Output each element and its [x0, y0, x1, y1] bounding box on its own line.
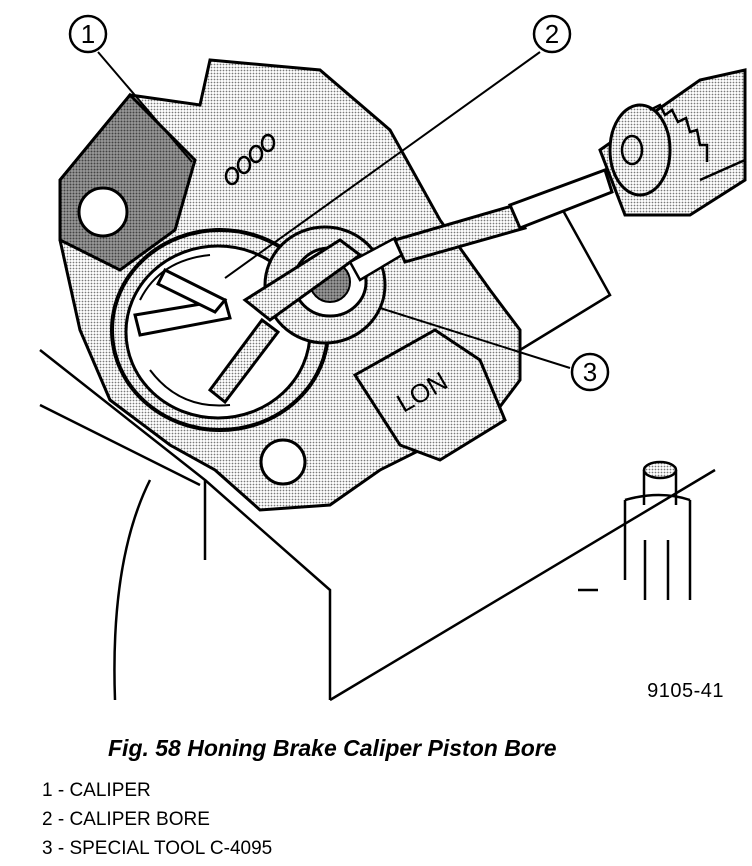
leader-lines — [97, 51, 571, 369]
legend-item: 1 - CALIPER — [42, 780, 151, 801]
figure-legend: 1 - CALIPER 2 - CALIPER BORE 3 - SPECIAL… — [42, 776, 272, 863]
bleeder-fitting — [578, 460, 692, 600]
special-tool — [242, 168, 614, 345]
callout-1: 1 — [68, 14, 108, 54]
svg-text:3: 3 — [583, 357, 597, 387]
callout-3: 3 — [570, 352, 610, 392]
casting-marks — [224, 133, 276, 186]
illustration-figure: LON 1 2 3 — [39, 14, 747, 702]
bore-groove — [139, 254, 231, 407]
mount-hole-lower — [259, 438, 307, 486]
mount-hole-upper — [77, 186, 129, 238]
drill-chuck — [598, 68, 747, 217]
callout-2: 2 — [532, 14, 572, 54]
legend-item: 2 - CALIPER BORE — [42, 809, 210, 830]
figure-code: 9105-41 — [647, 680, 724, 702]
svg-text:2: 2 — [545, 19, 559, 49]
hone-stones — [133, 267, 281, 405]
bench-outline — [39, 204, 716, 702]
caliper-stamp: LON — [352, 328, 507, 462]
svg-text:1: 1 — [81, 19, 95, 49]
legend-item: 3 - SPECIAL TOOL C-4095 — [42, 838, 273, 859]
figure-caption: Fig. 58 Honing Brake Caliper Piston Bore — [108, 735, 557, 761]
